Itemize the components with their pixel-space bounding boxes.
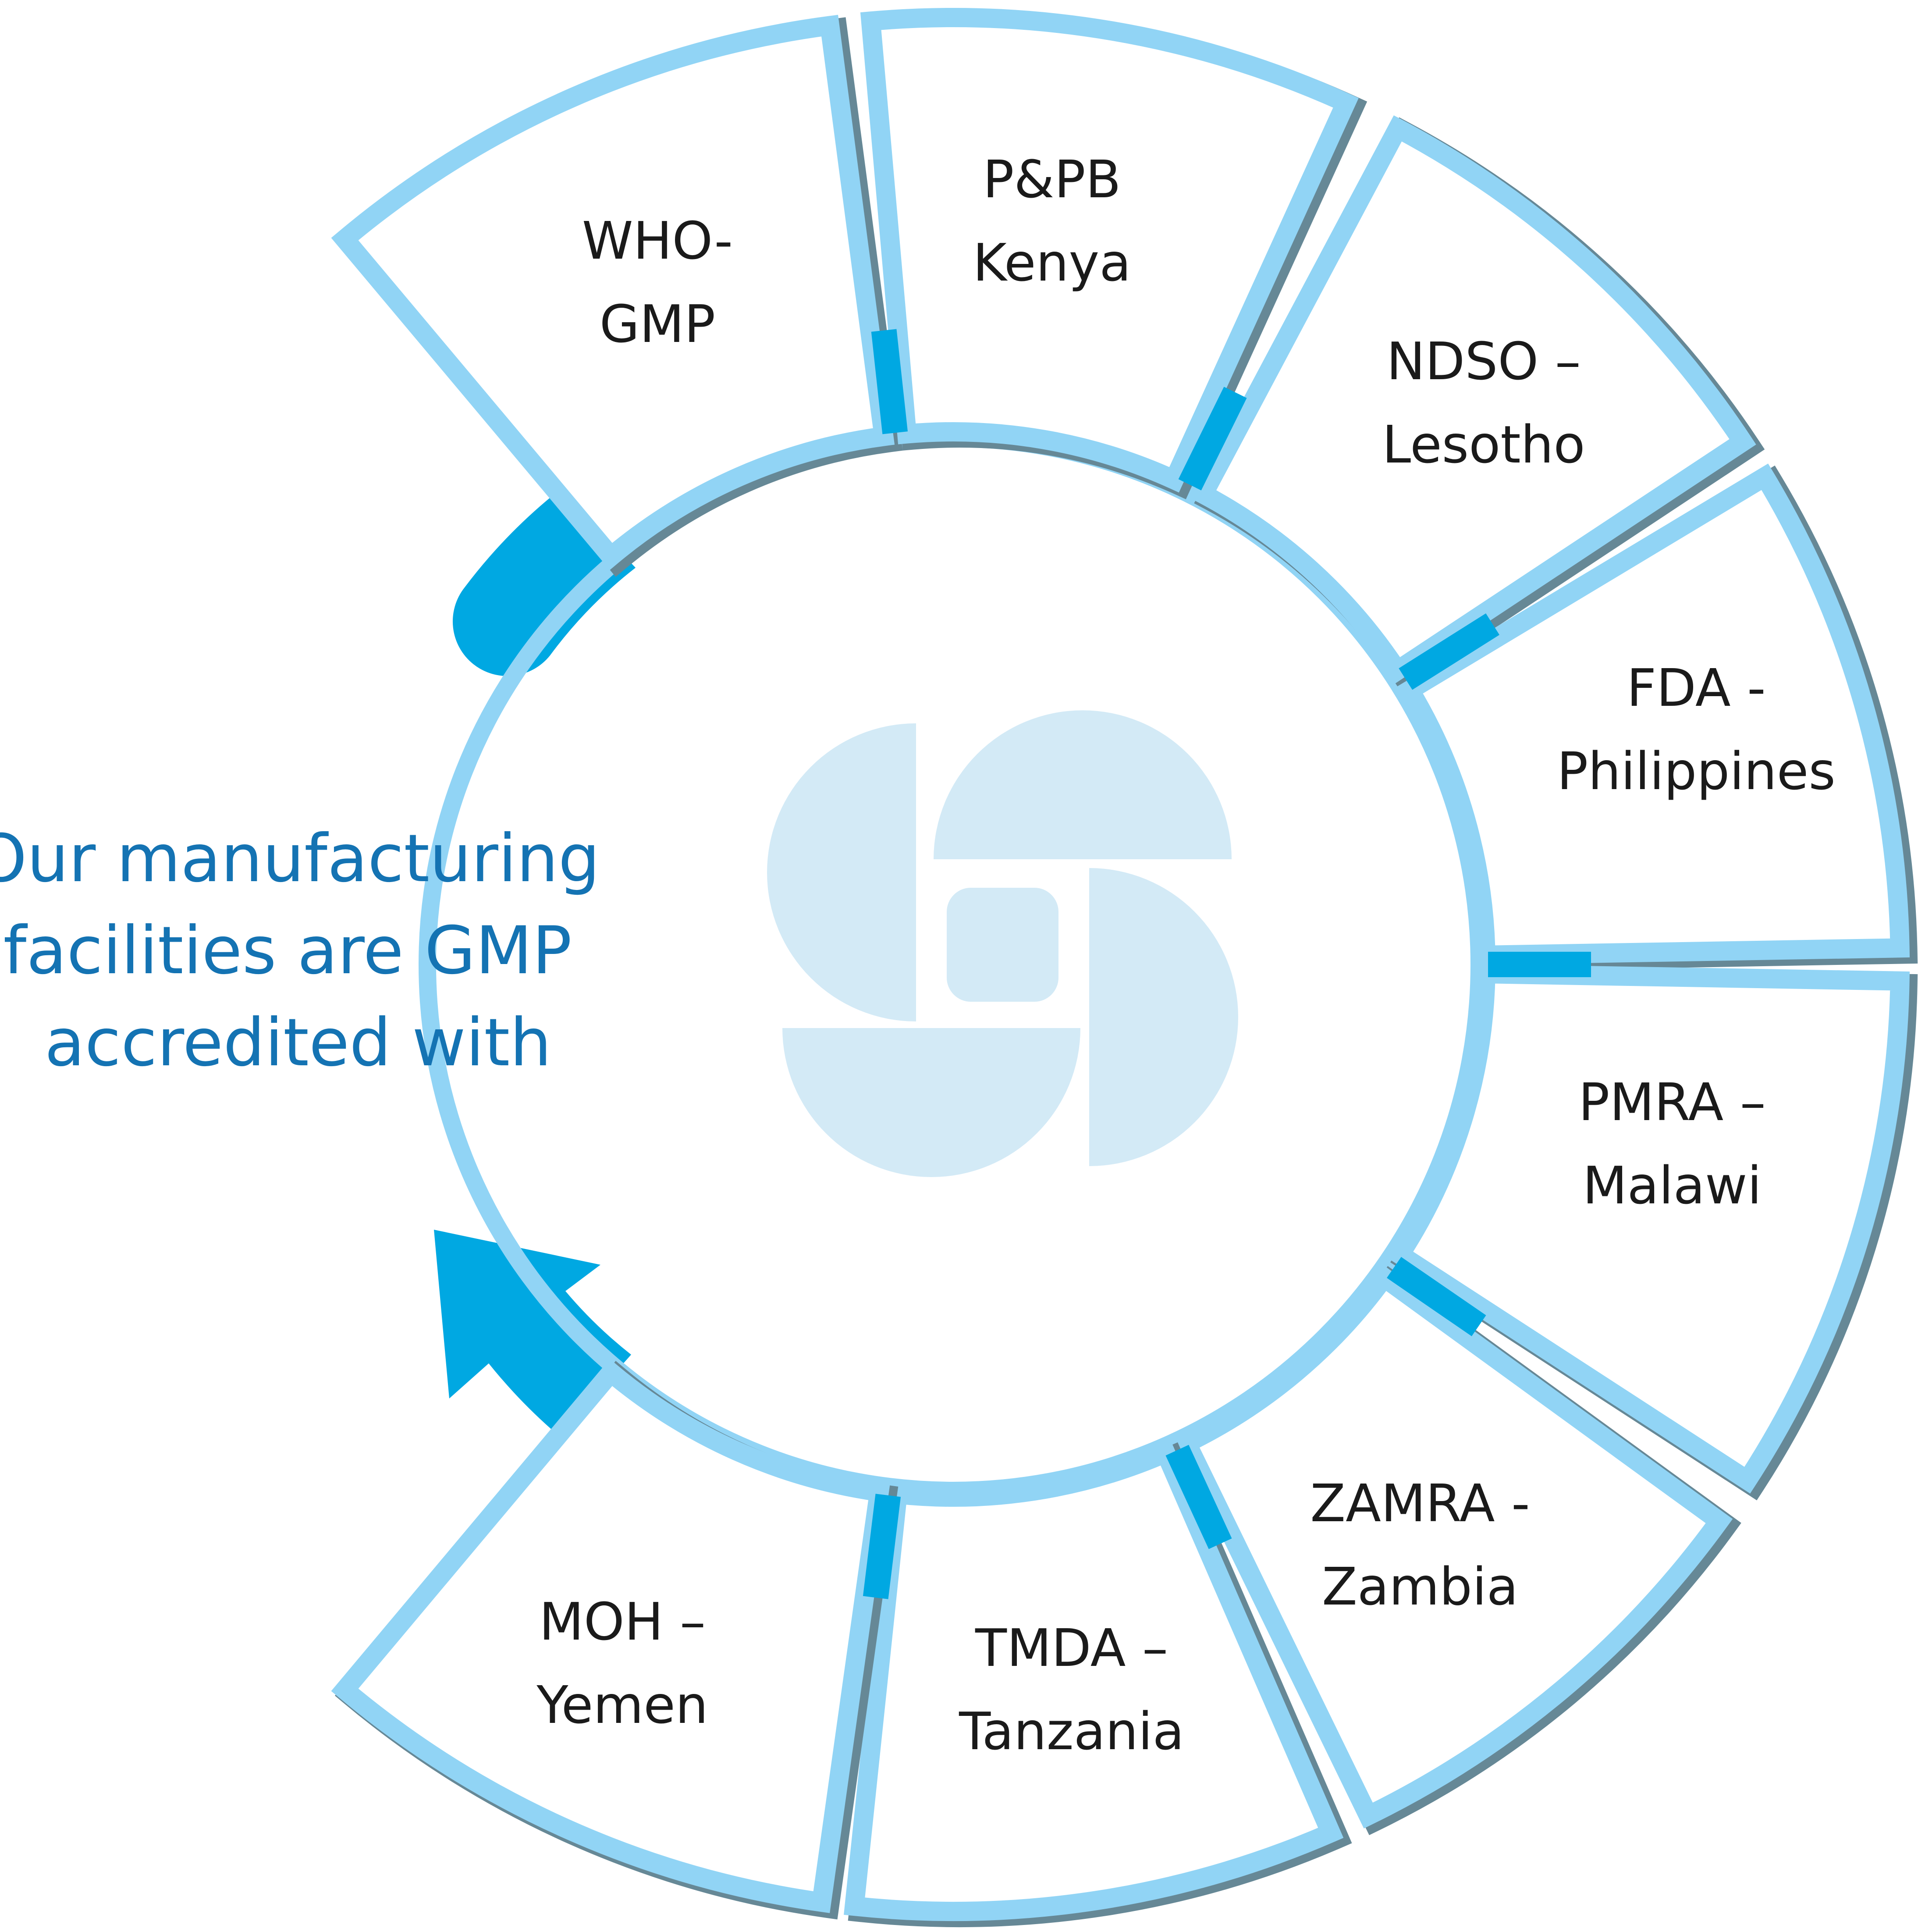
segment-label-pmra: PMRA – Malawi bbox=[1578, 1072, 1765, 1216]
company-logo-icon bbox=[767, 710, 1238, 1177]
segment-label-who-line-2: GMP bbox=[600, 294, 715, 354]
segment-label-who-line-1: WHO- bbox=[582, 210, 733, 271]
segment-ndso bbox=[1190, 115, 1756, 684]
connector-ppb bbox=[1178, 387, 1247, 491]
segment-connectors bbox=[863, 329, 1591, 1599]
headline: Our manufacturing facilities are GMP acc… bbox=[0, 821, 621, 1081]
segment-tmda bbox=[844, 1440, 1344, 1921]
segment-label-ppb-line-1: P&PB bbox=[983, 149, 1121, 210]
logo-quadrant-bottom-right bbox=[1089, 868, 1238, 1166]
segment-label-moh-line-1: MOH – bbox=[539, 1591, 706, 1652]
segment-label-ndso-line-2: Lesotho bbox=[1382, 414, 1585, 475]
connector-ndso bbox=[1399, 613, 1500, 690]
segment-label-zamra-line-2: Zambia bbox=[1322, 1556, 1518, 1617]
accreditation-segments bbox=[331, 8, 1918, 1927]
segment-pmra bbox=[1386, 964, 1910, 1494]
segment-label-moh-line-2: Yemen bbox=[536, 1675, 708, 1735]
connector-zamra bbox=[1165, 1445, 1232, 1549]
segment-zamra bbox=[1174, 1264, 1733, 1829]
segment-fda bbox=[1396, 463, 1910, 965]
headline-line-3: accredited with bbox=[45, 1005, 552, 1081]
cycle-arrow-body bbox=[434, 1230, 631, 1436]
segment-label-zamra: ZAMRA - Zambia bbox=[1310, 1473, 1530, 1617]
segment-label-tmda: TMDA – Tanzania bbox=[959, 1618, 1184, 1761]
segment-label-ndso: NDSO – Lesotho bbox=[1382, 331, 1585, 475]
segment-label-fda-line-2: Philippines bbox=[1557, 741, 1836, 801]
connector-tmda bbox=[863, 1494, 901, 1599]
segment-label-tmda-line-2: Tanzania bbox=[959, 1701, 1184, 1761]
segment-label-moh: MOH – Yemen bbox=[536, 1591, 708, 1735]
logo-quadrant-bottom-left bbox=[782, 1028, 1080, 1177]
connector-who bbox=[871, 329, 908, 434]
segment-label-ndso-line-1: NDSO – bbox=[1386, 331, 1581, 391]
segment-label-tmda-line-1: TMDA – bbox=[975, 1618, 1168, 1678]
segment-label-fda: FDA - Philippines bbox=[1557, 658, 1836, 801]
segment-label-ppb: P&PB Kenya bbox=[973, 149, 1131, 293]
segment-label-pmra-line-1: PMRA – bbox=[1578, 1072, 1765, 1132]
logo-quadrant-top-right bbox=[934, 710, 1232, 859]
segment-ppb bbox=[860, 8, 1359, 493]
segment-label-pmra-line-2: Malawi bbox=[1583, 1155, 1762, 1216]
segment-who bbox=[331, 14, 895, 570]
headline-line-1: Our manufacturing bbox=[0, 821, 600, 897]
segment-label-zamra-line-1: ZAMRA - bbox=[1310, 1473, 1530, 1534]
segment-moh bbox=[331, 1359, 890, 1913]
headline-line-2: facilities are GMP bbox=[4, 913, 572, 989]
connector-pmra bbox=[1387, 1257, 1486, 1337]
logo-center-square bbox=[947, 888, 1058, 1002]
segment-label-who: WHO- GMP bbox=[582, 210, 733, 354]
segment-label-ppb-line-2: Kenya bbox=[973, 232, 1131, 293]
logo-quadrant-top-left bbox=[767, 723, 916, 1021]
segment-label-fda-line-1: FDA - bbox=[1627, 658, 1765, 718]
